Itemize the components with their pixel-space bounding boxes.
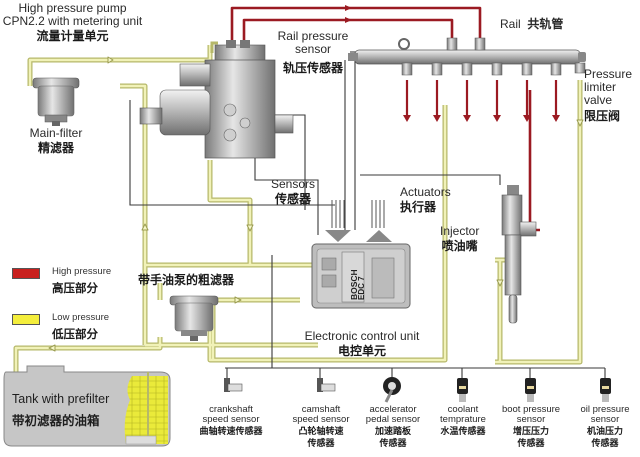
pump-label: High pressure pump CPN2.2 with metering … <box>2 1 143 43</box>
coolant-temp-sensor-icon <box>457 378 468 402</box>
fuel-tank <box>3 365 171 447</box>
sensor-icons <box>224 377 611 403</box>
rail-pressure-sensor-label: Rail pressure sensor 轨压传感器 <box>277 29 349 75</box>
high-pressure-pump <box>139 40 294 159</box>
injector-label: Injector 喷油嘴 <box>440 224 480 253</box>
common-rail <box>348 37 586 76</box>
ecu-label: Electronic control unit 电控单元 <box>304 329 420 358</box>
accelerator-pedal-sensor-icon <box>383 377 401 403</box>
sensors-label: Sensors 传感器 <box>270 177 316 206</box>
crankshaft-sensor-icon <box>224 378 243 392</box>
boost-pressure-sensor-icon <box>525 378 536 402</box>
tank-label: Tank with prefilter 带初滤器的油箱 <box>12 392 110 428</box>
main-filter <box>32 77 80 126</box>
sensor-actuator-arrows <box>325 200 392 242</box>
oil-pressure-sensor-icon <box>600 378 611 402</box>
camshaft-sensor-icon <box>317 378 336 392</box>
legend-swatch-high <box>12 268 40 279</box>
main-filter-label: Main-filter 精滤器 <box>29 126 83 155</box>
ecu-badge: BOSCH <box>349 269 359 300</box>
high-pressure-lines <box>230 5 560 232</box>
actuators-label: Actuators 执行器 <box>400 185 451 214</box>
ecu-badge-model: EDC 7 <box>357 276 366 300</box>
prefilter-label: 带手油泵的粗滤器 <box>138 273 235 287</box>
prefilter <box>169 295 219 341</box>
rail-label: Rail 共轨管 <box>500 17 564 31</box>
legend-swatch-low <box>12 314 40 325</box>
ecu: BOSCH EDC 7 <box>311 243 411 309</box>
injector <box>501 185 537 324</box>
pressure-limiter-label: Pressure limiter valve 限压阀 <box>584 67 633 123</box>
